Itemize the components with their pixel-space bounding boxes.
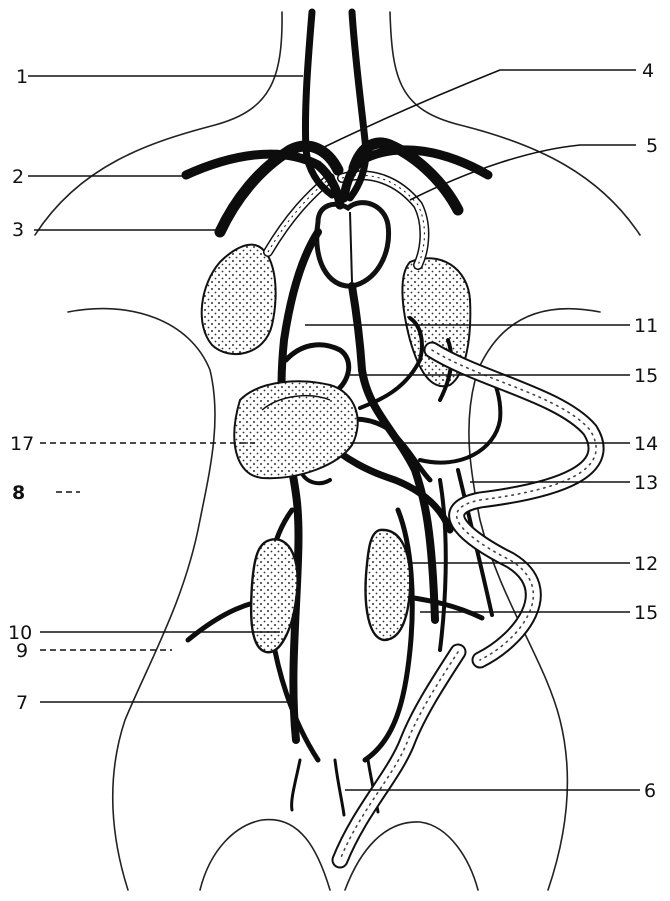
label-17: 17 <box>10 433 34 455</box>
label-14: 14 <box>634 433 658 455</box>
heart <box>317 203 389 287</box>
left-lung <box>202 245 276 354</box>
label-3: 3 <box>12 219 24 241</box>
label-1: 1 <box>16 66 28 88</box>
label-10: 10 <box>8 622 32 644</box>
label-2: 2 <box>12 166 24 188</box>
label-5: 5 <box>646 135 658 157</box>
left-kidney <box>251 539 297 652</box>
label-12: 12 <box>634 553 658 575</box>
label-13: 13 <box>634 472 658 494</box>
label-11: 11 <box>634 315 658 337</box>
label-8: 8 <box>12 482 25 504</box>
label-6: 6 <box>644 780 656 802</box>
label-15-upper: 15 <box>634 365 658 387</box>
label-15-lower: 15 <box>634 602 658 624</box>
label-4: 4 <box>642 60 654 82</box>
label-7: 7 <box>16 692 28 714</box>
right-kidney <box>366 530 411 640</box>
